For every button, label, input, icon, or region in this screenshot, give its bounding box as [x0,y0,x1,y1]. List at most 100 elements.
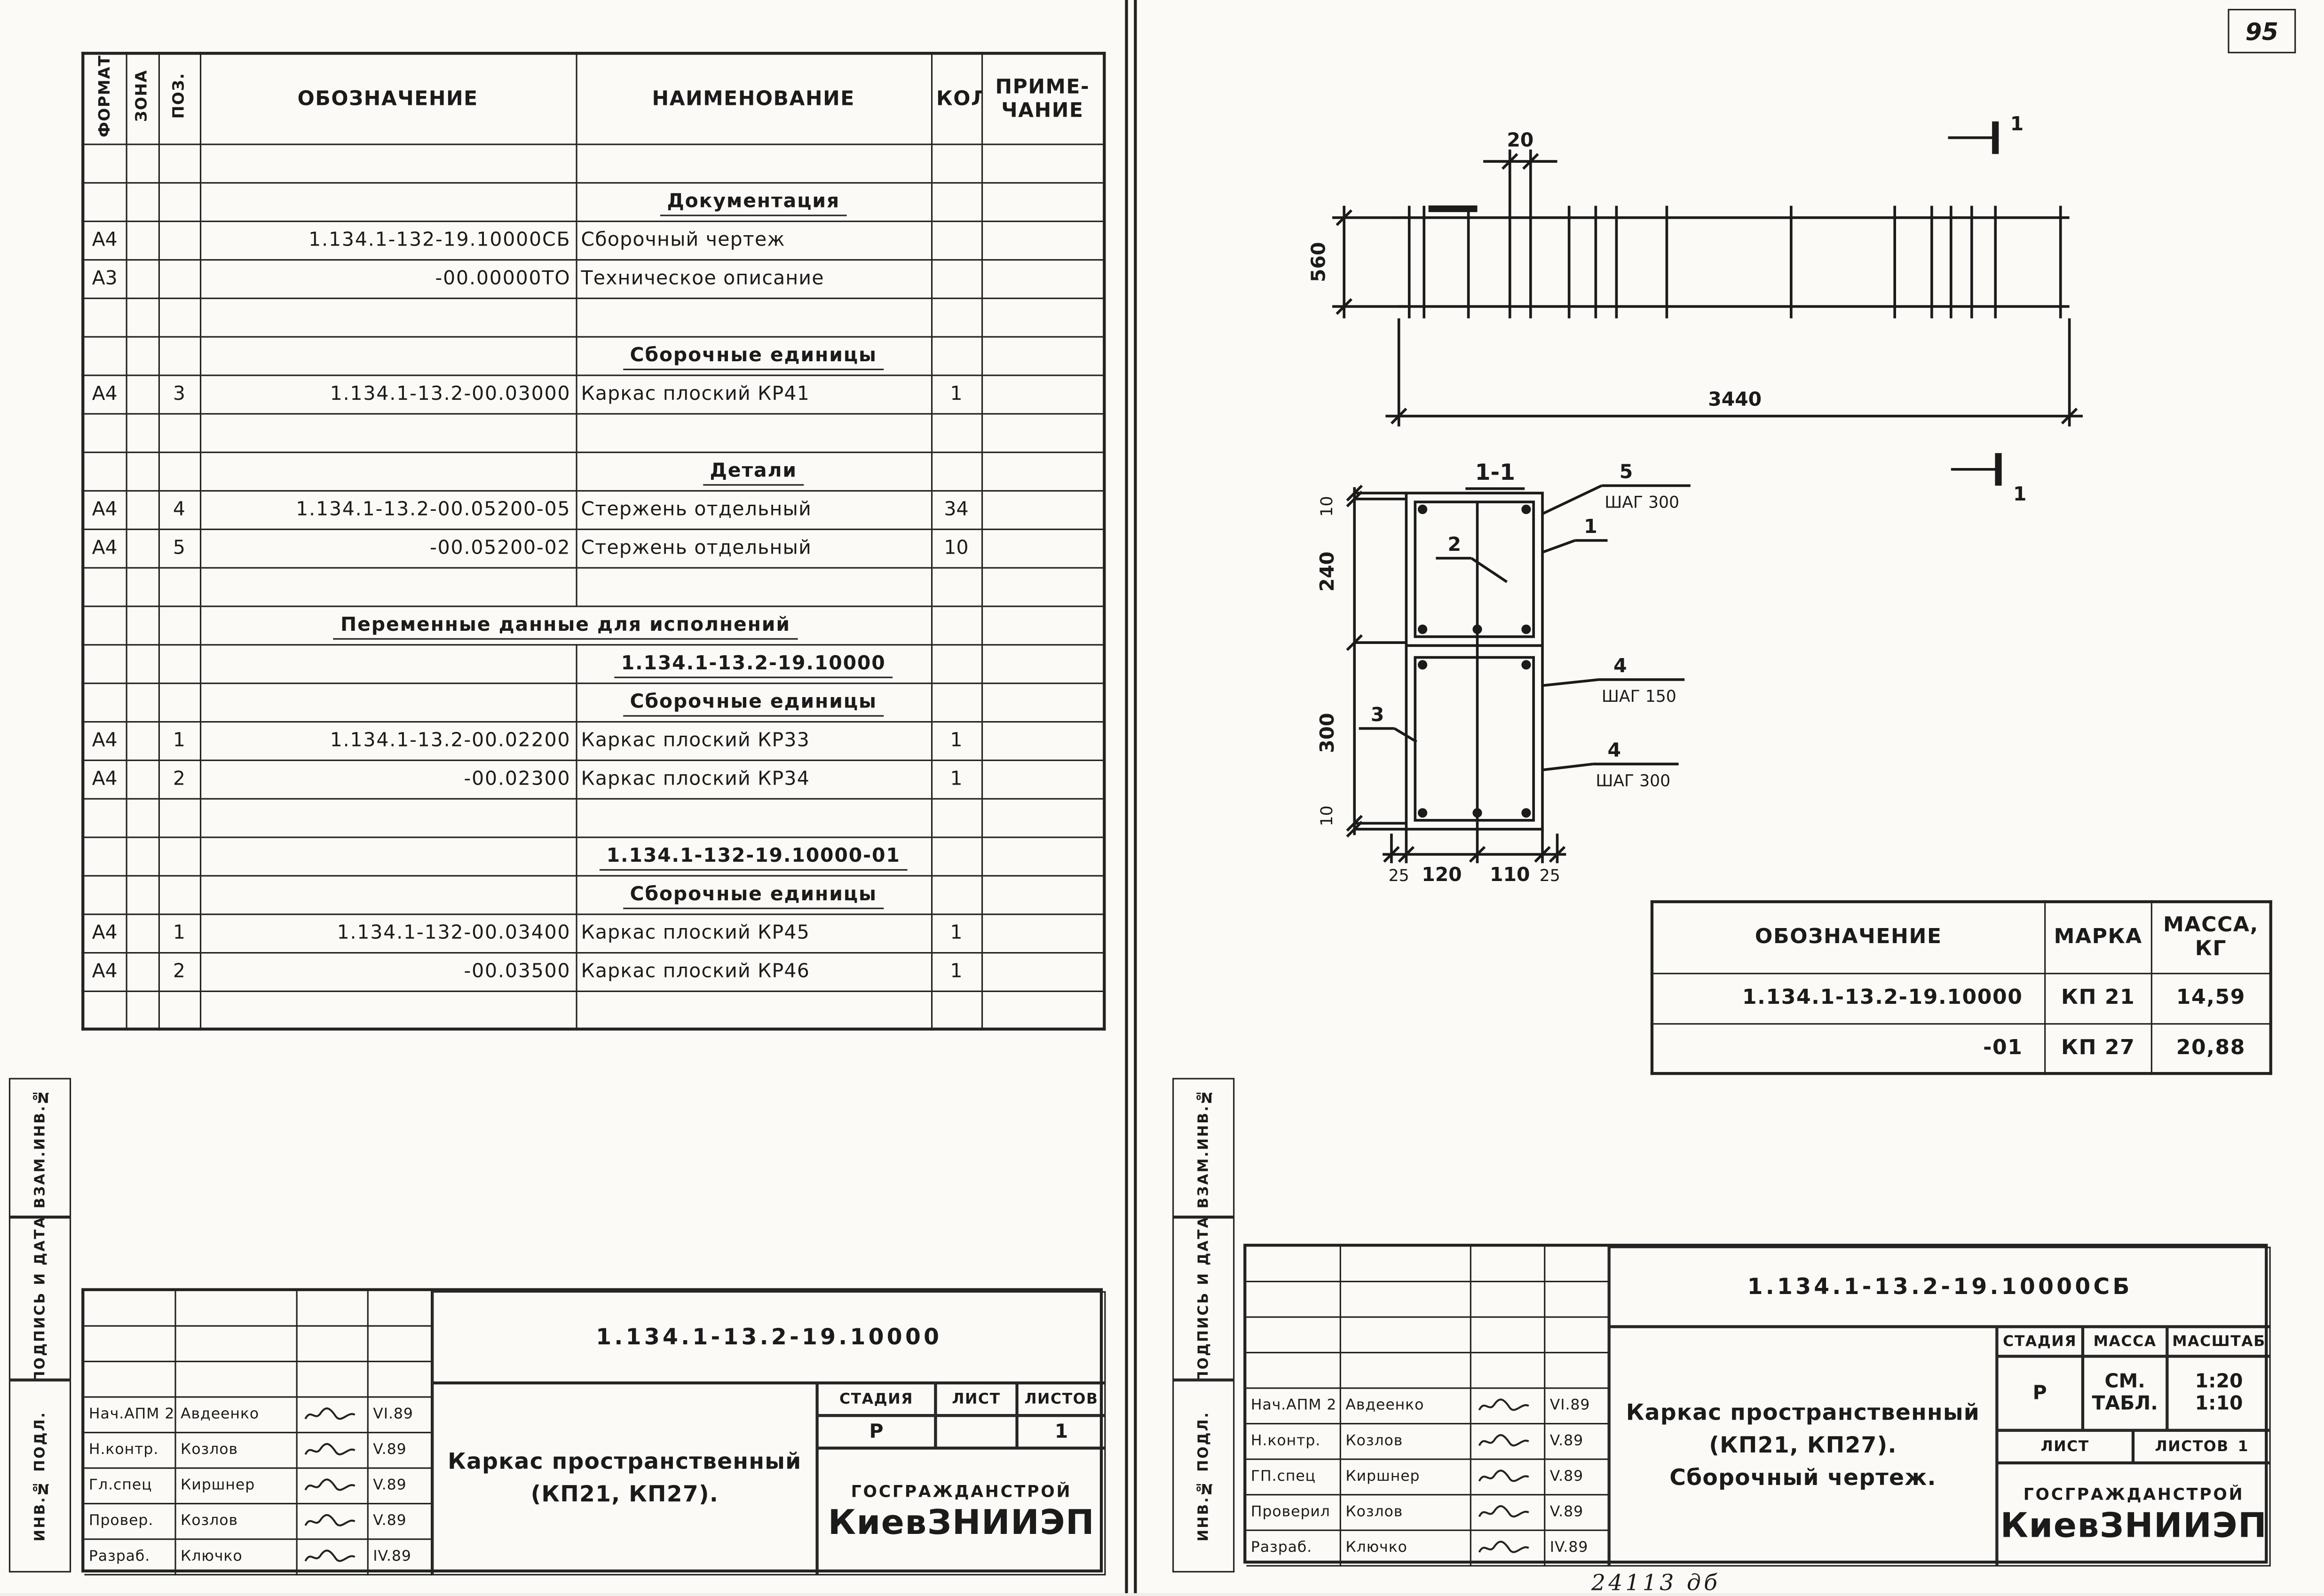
section-dim-110: 110 [1490,863,1530,886]
empty-cell [368,1291,433,1327]
format-value: А4 [92,499,118,521]
quantity-value: 1 [950,383,963,405]
format-cell [82,566,127,607]
signature-role: Нач.АПМ 2 [84,1397,176,1434]
spec-cell [980,605,1105,645]
right-stage-value: Р [1997,1356,2083,1430]
signature-name: Ключко [176,1540,298,1576]
spec-section-title: Сборочные единицы [622,883,885,909]
spec-row [82,566,1105,607]
left-sheets-header: ЛИСТОВ [1017,1383,1106,1416]
signature-name: Козлов [1341,1495,1471,1531]
callout-4b: 4 ШАГ 300 [1542,739,1679,790]
signature-role: Проверил [1246,1495,1341,1531]
left-sheet-header: ЛИСТ [935,1383,1017,1416]
position-cell: 5 [158,528,201,569]
spec-cell [199,182,577,222]
name-cell: Стержень отдельный [575,528,932,569]
left-doc-number: 1.134.1-13.2-19.10000 [596,1324,942,1350]
spec-row: Переменные данные для исполнений [82,605,1105,645]
callout-1: 1 [1542,515,1608,554]
signature-date: IV.89 [1545,1531,1609,1567]
designation-cell [199,143,577,183]
signature-role: Провер. [84,1504,176,1540]
signature-mark [297,1397,369,1434]
designation-cell: 1.134.1-132-00.03400 [199,913,577,953]
dim-length-3440: 3440 [1385,318,2083,427]
spec-cell [980,182,1105,222]
marka-header-row: ОБОЗНАЧЕНИЕ МАРКА МАССА, КГ [1651,901,2271,974]
signature-date: V.89 [1545,1460,1609,1496]
section-dims-left: 10 240 300 10 [1316,484,1407,838]
empty-cell [368,1362,433,1398]
empty-cell [176,1326,298,1362]
note-cell [980,528,1105,569]
quantity-cell: 34 [930,490,982,530]
name-cell [575,143,932,183]
spec-cell [980,836,1105,876]
position-cell [158,297,201,338]
quantity-cell: 1 [930,374,982,414]
spec-cell [125,182,159,222]
section-dim-25-right: 25 [1540,866,1560,885]
signature-name: Ключко [1341,1531,1471,1567]
empty-cell [1246,1282,1341,1318]
zone-cell [125,528,159,569]
note-cell [980,913,1105,953]
empty-cell [176,1362,298,1398]
stamp-podpis-data-right-label: ПОДПИСЬ И ДАТА [1195,1217,1212,1380]
empty-cell [1341,1247,1471,1282]
spec-section-title-cell: Документация [575,182,932,222]
designation-value: -00.02300 [464,768,571,791]
signature-name: Козлов [176,1504,298,1540]
spec-section-title-cell: Переменные данные для исполнений [199,605,932,645]
right-title-line-3: Сборочный чертеж. [1669,1464,1937,1491]
spec-cell [158,335,201,376]
spec-section-title-cell: 1.134.1-132-19.10000-01 [575,836,932,876]
section-mark-bottom: 1 [1951,453,2026,505]
marka-row: 1.134.1-13.2-19.10000 КП 21 14,59 [1651,972,2271,1024]
spec-row [82,413,1105,453]
format-cell: А4 [82,721,127,761]
zone-cell [125,990,159,1031]
name-cell [575,566,932,607]
designation-cell [199,797,577,838]
quantity-cell: 1 [930,913,982,953]
designation-cell [199,990,577,1031]
name-cell: Техническое описание [575,259,932,299]
signature-role: Нач.АПМ 2 [1246,1389,1341,1425]
left-stage-value: Р [817,1415,936,1448]
signature-name: Авдеенко [1341,1389,1471,1425]
spec-cell [125,682,159,723]
left-org-institute: КиевЗНИИЭП [828,1503,1095,1542]
marka-row-mass: 20,88 [2151,1022,2271,1074]
right-scale-value-line2: 1:10 [2195,1393,2243,1416]
spec-section-title: Детали [702,460,805,485]
note-cell [980,143,1105,183]
spec-cell [82,682,127,723]
format-cell: А3 [82,259,127,299]
spec-row: Сборочные единицы [82,335,1105,376]
section-dim-300: 300 [1316,713,1338,753]
name-cell [575,990,932,1031]
empty-cell [84,1326,176,1362]
name-cell [575,797,932,838]
signature-mark [1471,1424,1546,1460]
left-title-line-2: (КП21, КП27). [530,1480,719,1508]
designation-cell: 1.134.1-13.2-00.03000 [199,374,577,414]
right-mass-value: СМ. ТАБЛ. [2082,1356,2167,1430]
marka-row-marka: КП 21 [2043,972,2153,1024]
marka-row-designation: -01 [1651,1022,2045,1074]
callout-4a-number: 4 [1613,654,1627,677]
position-value: 2 [173,768,185,791]
spec-cell [158,874,201,915]
signature-date: VI.89 [1545,1389,1609,1425]
spec-cell [199,335,577,376]
quantity-cell [930,220,982,261]
section-dims-bottom: 25 120 110 25 [1383,820,1566,886]
section-dim-10-top: 10 [1318,496,1336,517]
